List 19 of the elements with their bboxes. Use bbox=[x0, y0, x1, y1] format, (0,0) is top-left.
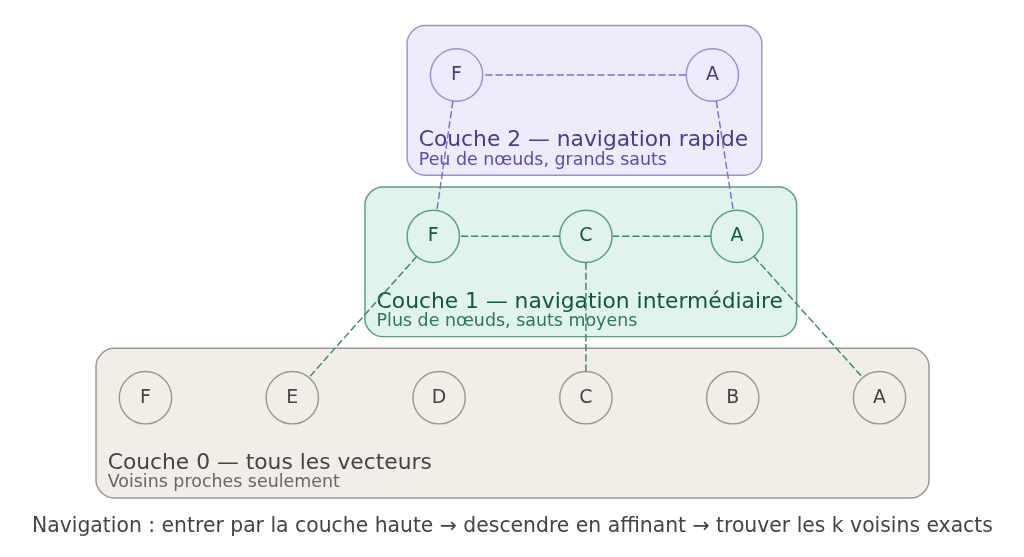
node-circle: F bbox=[118, 370, 172, 425]
node-circle: A bbox=[685, 48, 739, 102]
node-circle: B bbox=[705, 370, 760, 425]
connector bbox=[611, 235, 712, 238]
node-circle: F bbox=[405, 209, 460, 264]
connector bbox=[584, 261, 587, 372]
node-circle: C bbox=[558, 209, 613, 264]
connector bbox=[307, 255, 417, 379]
node-circle: A bbox=[852, 370, 906, 425]
connector bbox=[435, 100, 454, 212]
node-circle: C bbox=[558, 370, 613, 425]
node-circle: F bbox=[429, 48, 483, 102]
connector bbox=[715, 100, 734, 212]
node-circle: E bbox=[264, 370, 319, 425]
node-circle: A bbox=[709, 209, 764, 264]
node-circle: D bbox=[411, 370, 466, 425]
connector bbox=[752, 255, 863, 379]
connector bbox=[458, 235, 560, 238]
caption: Navigation : entrer par la couche haute → descendre en affinant → trouver les k voisins exacts bbox=[31, 512, 993, 537]
